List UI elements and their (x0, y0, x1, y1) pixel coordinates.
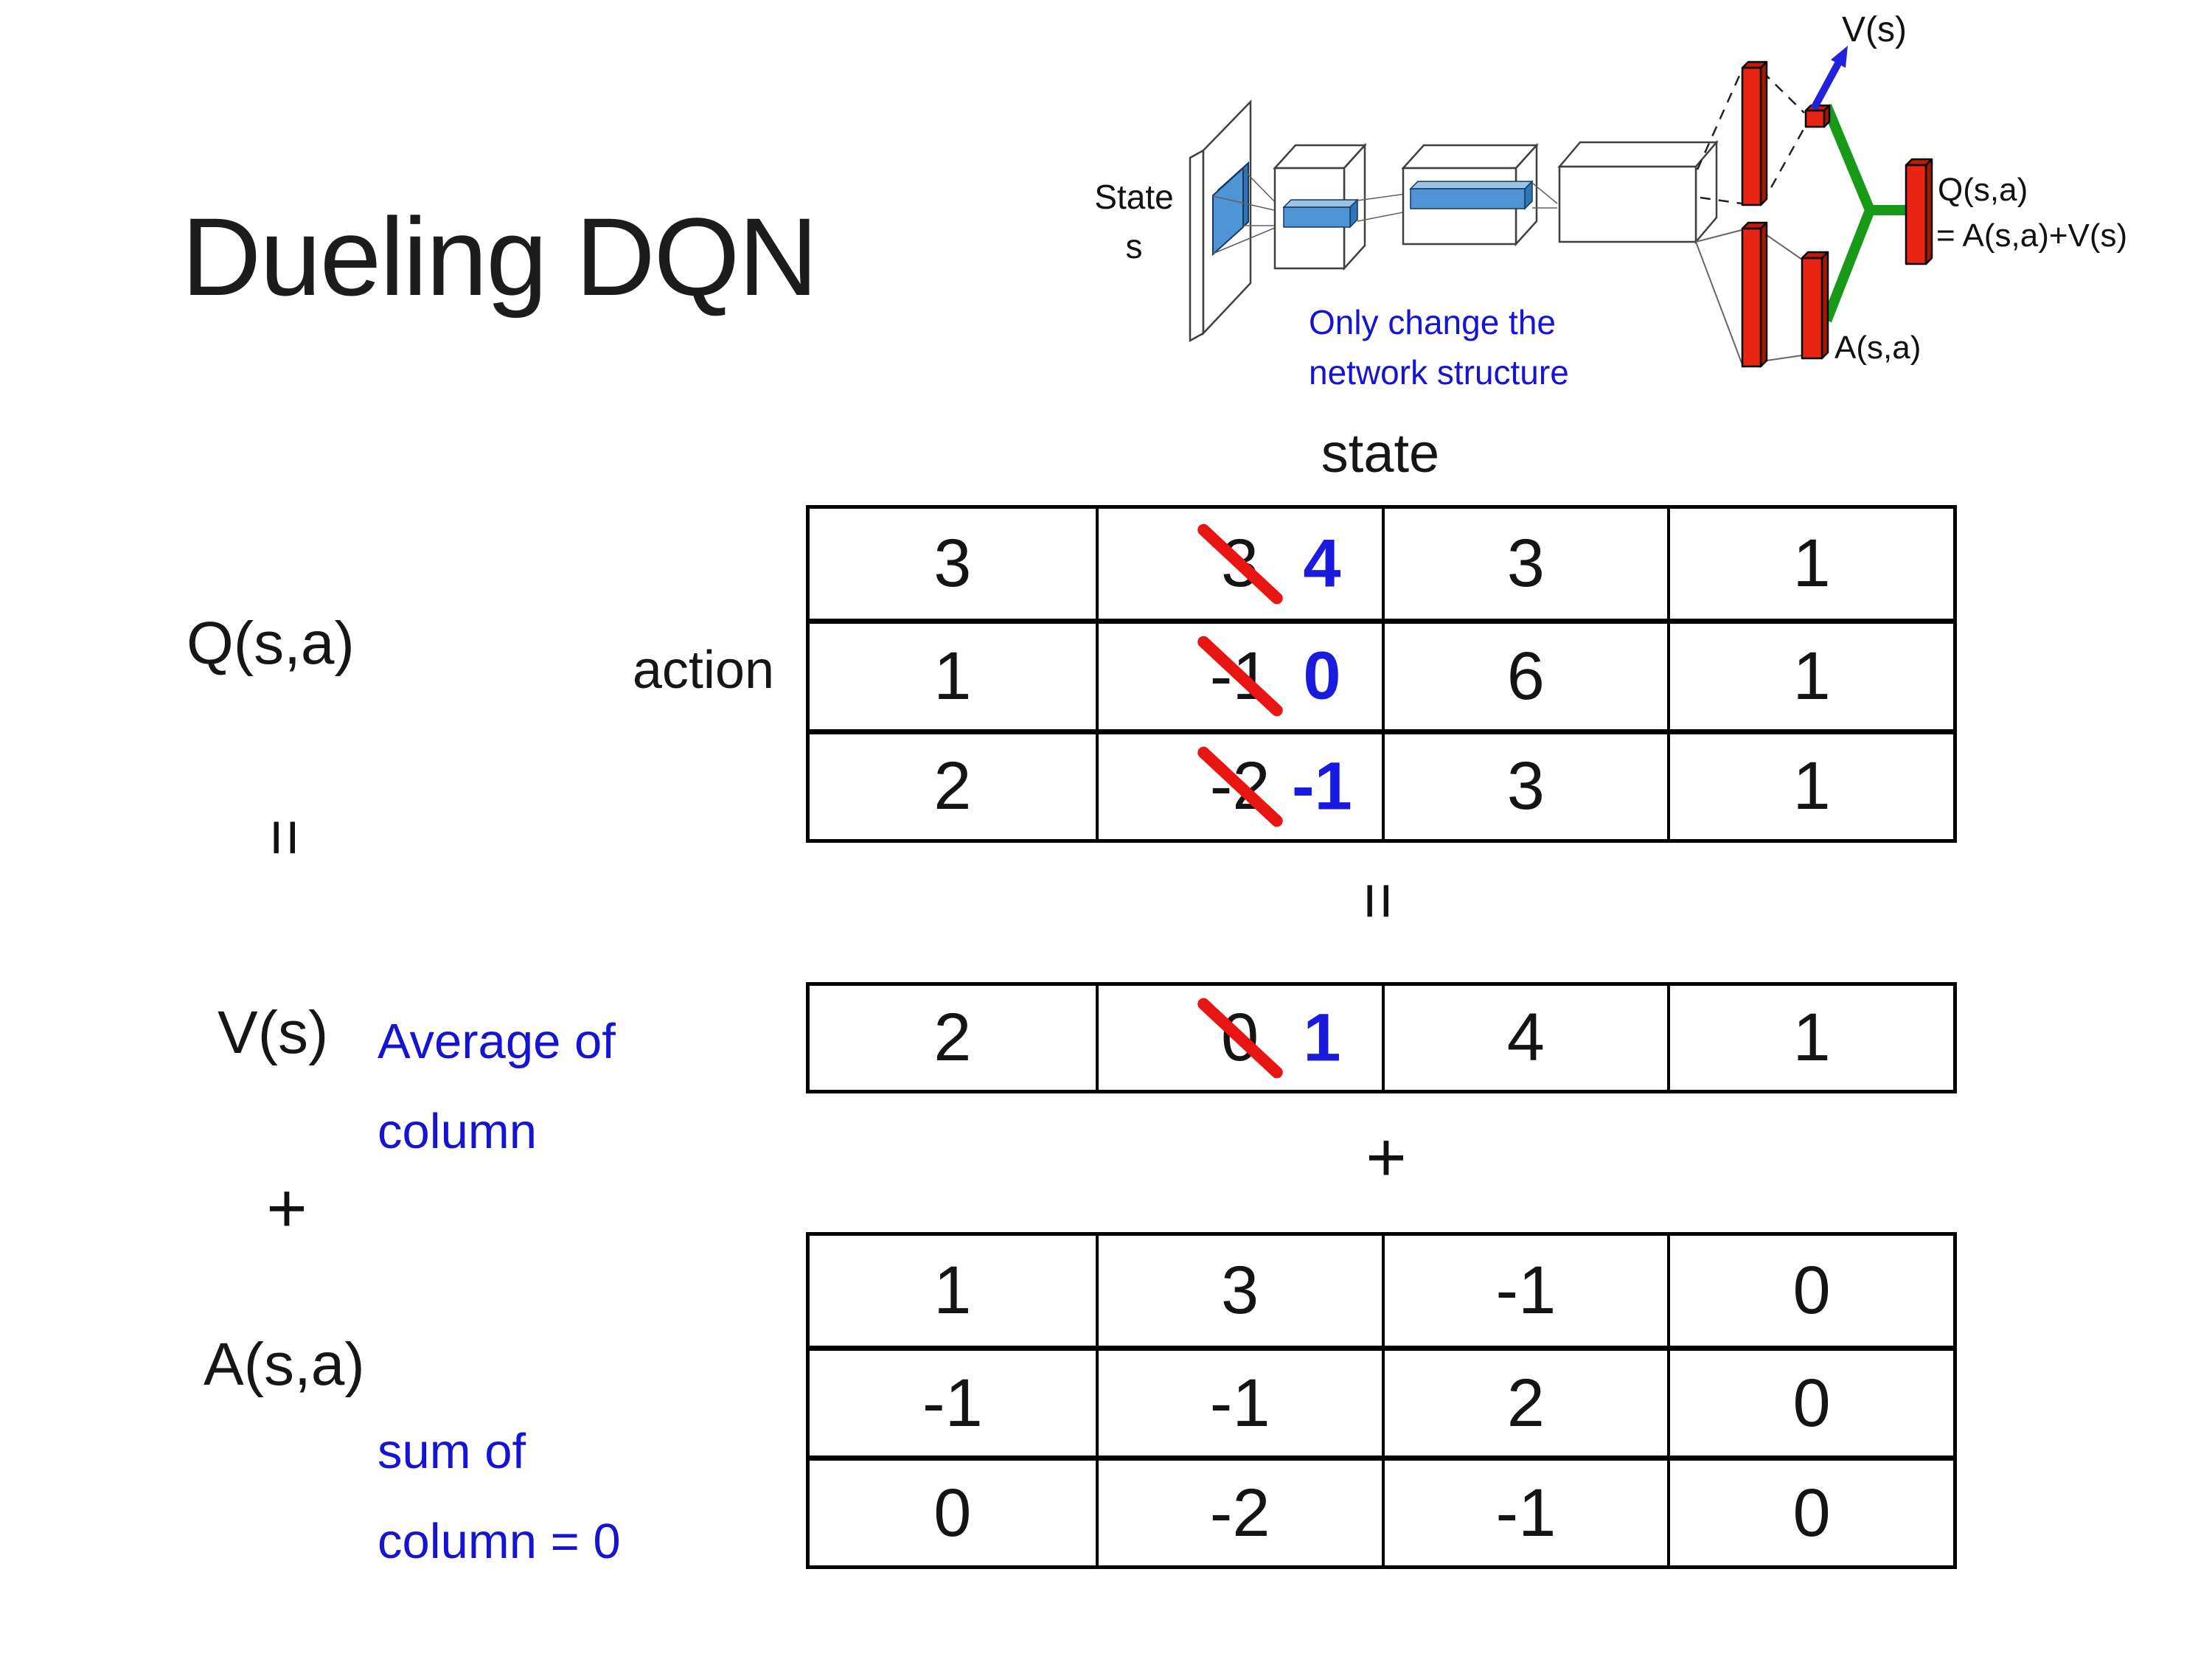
diagram-q-formula: = A(s,a)+V(s) (1936, 218, 2127, 254)
a-cell-1-2: 2 (1381, 1346, 1668, 1455)
q-matrix: 3 3 4 3 1 1 -1 0 6 1 2 -2 -1 3 1 (806, 505, 1957, 843)
a-cell-0-0: 1 (933, 1253, 972, 1328)
v-vector: 2 0 1 4 1 (806, 982, 1957, 1093)
slide-title: Dueling DQN (181, 195, 818, 319)
a-stream-hidden-bar (1741, 221, 1768, 368)
new-value: 0 (1303, 638, 1341, 714)
a-cell-2-1: -2 (1095, 1455, 1382, 1565)
diagram-state-label: State (1094, 178, 1173, 216)
q-output-bar (1905, 158, 1933, 265)
new-value: 4 (1303, 526, 1341, 602)
equals-rotated-between-tables: = (1342, 864, 1416, 938)
q-cell-1-1: -1 0 (1095, 619, 1382, 729)
v-stream-dashed-lines (1696, 70, 1807, 205)
action-header: action (632, 641, 774, 700)
q-cell-1-0: 1 (810, 619, 1096, 728)
q-cell-0-1: 3 4 (1095, 509, 1382, 619)
diagram-v-out-label: V(s) (1842, 10, 1907, 49)
q-cell-2-1: -2 -1 (1095, 728, 1382, 839)
diagram-note-line1: Only change the (1309, 303, 1556, 341)
cone-lines-2 (1357, 192, 1411, 222)
sum-note-line1: sum of (378, 1424, 526, 1479)
v-cell-3: 1 (1667, 986, 1953, 1090)
a-cell-0-1: 3 (1095, 1236, 1382, 1346)
diagram-note-line2: network structure (1309, 353, 1569, 392)
plus-sign-left: + (250, 1169, 324, 1248)
a-stream-lines (1695, 229, 1803, 364)
q-cell-2-0: 2 (810, 728, 1096, 839)
a-cell-2-2: -1 (1381, 1455, 1668, 1565)
v-cell-1: 0 1 (1095, 986, 1382, 1090)
cone-lines-3 (1531, 182, 1558, 209)
diagram-q-out-label: Q(s,a) (1938, 172, 2028, 208)
conv-filter-icon (1212, 161, 1249, 257)
plus-glyph: + (266, 1169, 307, 1248)
sum-of-column-note: sum of column = 0 (378, 1407, 621, 1587)
a-function-label: A(s,a) (204, 1331, 365, 1398)
new-value: 1 (1303, 1000, 1341, 1075)
average-of-column-note: Average of column (378, 997, 616, 1177)
v-arrow-icon (1810, 46, 1848, 111)
plus-glyph: + (1366, 1118, 1407, 1197)
q-cell-2-3: 1 (1667, 728, 1953, 839)
q-function-label: Q(s,a) (187, 610, 355, 677)
a-cell-1-1: -1 (1095, 1346, 1382, 1455)
a-cell-1-0: -1 (810, 1346, 1096, 1455)
q-cell-1-3: 1 (1667, 619, 1953, 729)
a-cell-0-3: 0 (1667, 1236, 1953, 1346)
average-note-line2: column (378, 1104, 537, 1159)
equals-glyph: = (248, 818, 322, 857)
state-header: state (1321, 422, 1440, 484)
equals-glyph: = (1342, 882, 1416, 920)
equals-rotated: = (248, 801, 322, 874)
plus-sign-between-tables: + (1349, 1119, 1423, 1197)
new-value: -1 (1292, 748, 1352, 824)
v-cell-2: 4 (1381, 986, 1668, 1090)
a-cell-2-0: 0 (810, 1455, 1096, 1565)
diagram-state-sub: s (1126, 227, 1143, 265)
v-function-label: V(s) (218, 999, 329, 1066)
v-stream-hidden-bar (1741, 60, 1768, 206)
sum-note-line2: column = 0 (378, 1514, 621, 1569)
q-cell-1-2: 6 (1381, 619, 1668, 729)
diagram-a-out-label: A(s,a) (1834, 330, 1921, 366)
feature-map-1 (1282, 198, 1359, 229)
q-cell-0-0: 3 (933, 526, 972, 602)
q-cell-0-2: 3 (1381, 509, 1668, 619)
a-matrix: 1 3 -1 0 -1 -1 2 0 0 -2 -1 0 (806, 1232, 1957, 1569)
v-cell-0: 2 (933, 1000, 972, 1075)
merge-connector (1821, 103, 1910, 323)
a-cell-2-3: 0 (1667, 1455, 1953, 1565)
q-cell-2-2: 3 (1381, 728, 1668, 839)
a-cell-0-2: -1 (1381, 1236, 1668, 1346)
a-cell-1-3: 0 (1667, 1346, 1953, 1455)
q-cell-0-3: 1 (1667, 509, 1953, 619)
fc-box (1557, 139, 1719, 245)
feature-map-2 (1409, 180, 1534, 210)
network-diagram: State s V(s) Q(s,a) = A(s,a)+V(s) A(s,a)… (1094, 10, 2127, 392)
a-output-bar (1801, 251, 1829, 360)
average-note-line1: Average of (378, 1014, 616, 1069)
